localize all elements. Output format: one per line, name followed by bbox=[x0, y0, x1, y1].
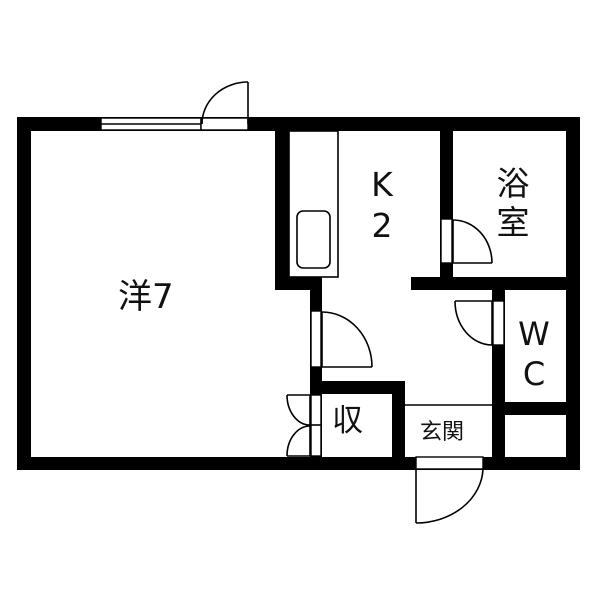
room-label-toilet: W C bbox=[514, 318, 554, 398]
room-label-western: 洋7 bbox=[118, 277, 174, 317]
room-label-toilet-line1: W bbox=[518, 315, 550, 353]
room-label-bathroom: 浴 室 bbox=[493, 167, 533, 245]
door-western-kitchen bbox=[310, 310, 373, 368]
door-bathroom bbox=[440, 218, 493, 264]
room-label-entrance: 玄関 bbox=[420, 420, 465, 445]
kitchen-counter bbox=[288, 130, 339, 278]
room-label-bathroom-line2: 室 bbox=[496, 203, 530, 242]
room-label-kitchen-line1: K bbox=[371, 165, 393, 204]
room-label-bathroom-line1: 浴 bbox=[496, 164, 530, 203]
door-entrance bbox=[415, 456, 484, 524]
sink-icon bbox=[296, 210, 331, 269]
room-label-toilet-line2: C bbox=[522, 355, 546, 393]
room-label-kitchen: K 2 bbox=[362, 168, 402, 250]
door-toilet bbox=[454, 300, 505, 346]
door-western-balcony bbox=[200, 81, 249, 131]
window-western-room bbox=[100, 117, 202, 131]
door-storage bbox=[286, 394, 322, 457]
room-label-storage: 収 bbox=[332, 403, 363, 439]
room-label-kitchen-line2: 2 bbox=[371, 206, 393, 245]
